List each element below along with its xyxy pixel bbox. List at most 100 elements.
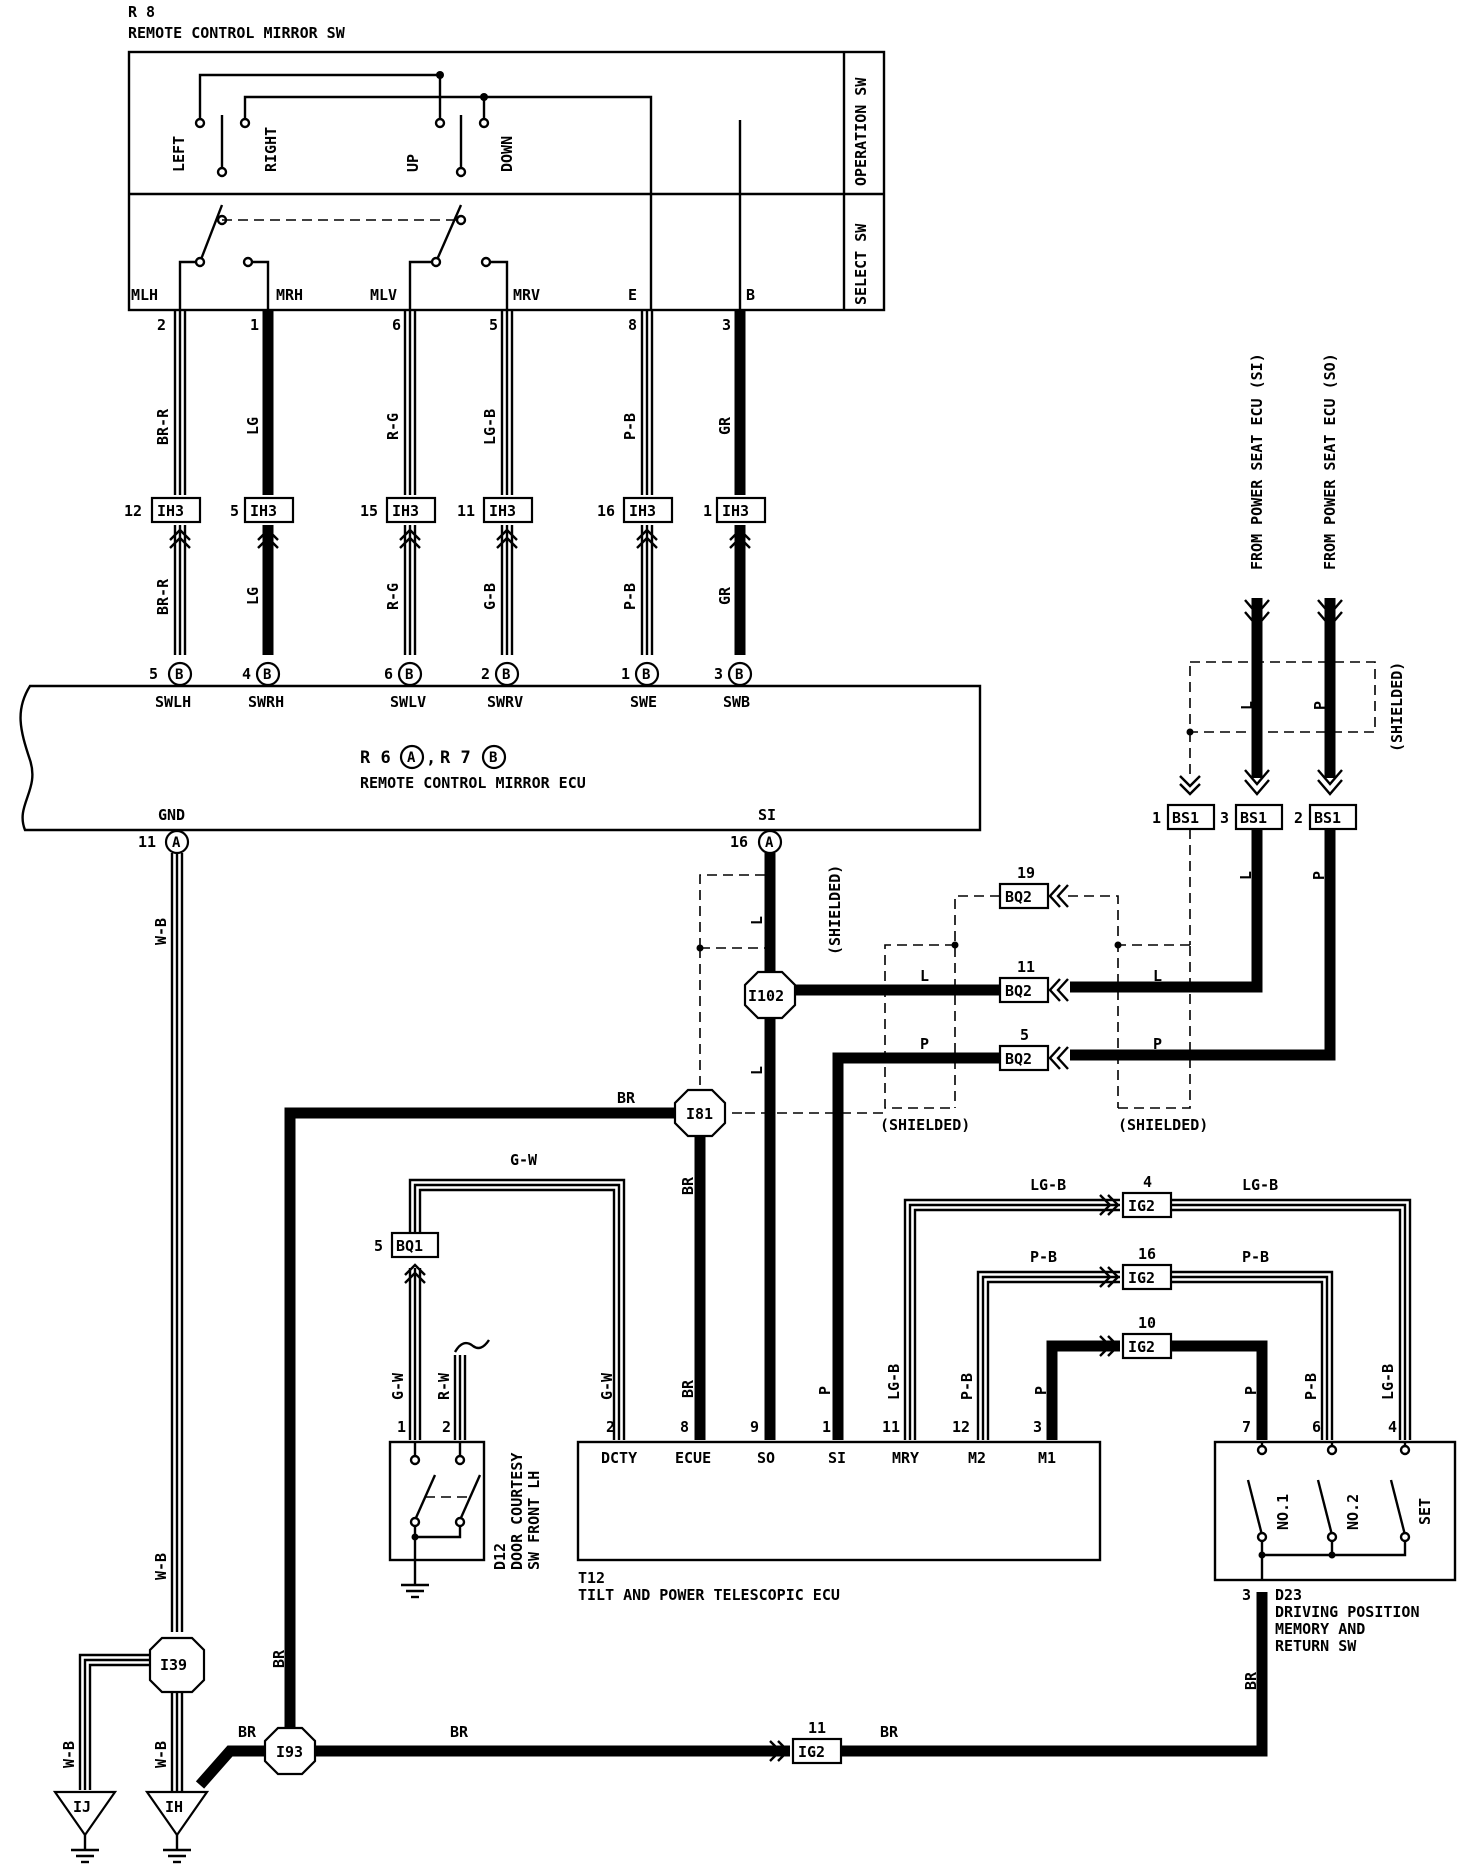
svg-text:4: 4 xyxy=(1143,1173,1152,1191)
memory-sw-line1: DRIVING POSITION xyxy=(1275,1603,1420,1621)
ig2-connector-16 xyxy=(1121,1263,1173,1291)
wire-color-6: GR xyxy=(716,416,734,435)
lower-wire-color-4: G-B xyxy=(481,583,499,610)
svg-text:IG2: IG2 xyxy=(1128,1338,1155,1356)
wire-wb-4: W-B xyxy=(152,1741,170,1768)
wire-rw-door: R-W xyxy=(435,1372,453,1400)
svg-text:2: 2 xyxy=(606,1418,615,1436)
svg-text:1: 1 xyxy=(1152,809,1161,827)
svg-text:4: 4 xyxy=(242,665,251,683)
tilt-telescopic-ecu: 2 8 9 1 11 12 3 DCTY ECUE SO SI MRY M2 M… xyxy=(576,1386,1102,1604)
svg-text:1: 1 xyxy=(621,665,630,683)
wire-l-right: L xyxy=(1153,967,1162,985)
door-courtesy-section: G-W G-W BQ1 5 G-W R-W 1 2 D12 DOOR xyxy=(374,1151,626,1599)
pin-e: 8 xyxy=(628,316,637,334)
svg-text:3: 3 xyxy=(714,665,723,683)
ih3-pin-4: 11 xyxy=(457,502,475,520)
svg-text:11: 11 xyxy=(808,1719,826,1737)
svg-text:5: 5 xyxy=(149,665,158,683)
svg-text:2: 2 xyxy=(442,1418,451,1436)
svg-text:B: B xyxy=(263,667,271,683)
ecu-term-swb: SWB xyxy=(723,693,750,711)
ig2-connector-10 xyxy=(1121,1332,1173,1360)
wire-l-seat: L xyxy=(1238,701,1256,710)
pin-b: 3 xyxy=(722,316,731,334)
ih3-pin-6: 1 xyxy=(703,502,712,520)
svg-text:3: 3 xyxy=(1242,1586,1251,1604)
ground-ij xyxy=(52,1790,118,1837)
shielded-bq2-right: (SHIELDED) xyxy=(1118,1116,1208,1134)
svg-text:I102: I102 xyxy=(748,987,784,1005)
svg-text:5: 5 xyxy=(374,1237,383,1255)
ih3-pin-5: 16 xyxy=(597,502,615,520)
wire-br-left: BR xyxy=(270,1649,288,1668)
svg-text:,: , xyxy=(426,748,436,768)
shielded-seat: (SHIELDED) xyxy=(1388,662,1406,752)
svg-text:IH: IH xyxy=(165,1798,183,1816)
svg-text:IJ: IJ xyxy=(73,1798,91,1816)
select-sw-label: SELECT SW xyxy=(852,223,870,305)
driving-position-memory-switch: 7 6 4 NO.1 NO.2 SET 3 D23 DRIVING POSITI… xyxy=(1213,1418,1457,1655)
svg-text:BS1: BS1 xyxy=(1314,809,1341,827)
lower-wire-color-1: BR-R xyxy=(154,578,172,615)
svg-text:7: 7 xyxy=(1242,1418,1251,1436)
svg-text:4: 4 xyxy=(1388,1418,1397,1436)
wire-color-4: LG-B xyxy=(481,409,499,445)
shielded-bq2-left: (SHIELDED) xyxy=(880,1116,970,1134)
ih3-pin-2: 5 xyxy=(230,502,239,520)
wire-wb-3: W-B xyxy=(60,1741,78,1768)
pin-mlh: 2 xyxy=(157,316,166,334)
tilt-term-dcty: DCTY xyxy=(601,1449,637,1467)
mirror-ecu-name: REMOTE CONTROL MIRROR ECU xyxy=(360,774,586,792)
svg-text:I39: I39 xyxy=(160,1656,187,1674)
wire-p-no1: P xyxy=(1242,1386,1260,1395)
svg-text:5: 5 xyxy=(1020,1026,1029,1044)
svg-text:BQ2: BQ2 xyxy=(1005,1050,1032,1068)
mirror-switch-name: REMOTE CONTROL MIRROR SW xyxy=(128,24,346,42)
svg-text:3: 3 xyxy=(1033,1418,1042,1436)
svg-text:12: 12 xyxy=(952,1418,970,1436)
wire-br-i93-right: BR xyxy=(450,1723,469,1741)
svg-text:IG2: IG2 xyxy=(1128,1197,1155,1215)
junction-i102 xyxy=(743,970,797,1020)
svg-text:6: 6 xyxy=(384,665,393,683)
ecu-term-gnd: GND xyxy=(158,806,185,824)
tilt-term-si: SI xyxy=(828,1449,846,1467)
wire-l-so: L xyxy=(748,1066,766,1075)
memory-sw-ref: D23 xyxy=(1275,1586,1302,1604)
ecu-ref-r6: R 6 xyxy=(360,748,391,768)
wire-wb-2: W-B xyxy=(152,1553,170,1580)
switch-set: SET xyxy=(1416,1498,1434,1525)
wire-lgb-set: LG-B xyxy=(1379,1364,1397,1400)
term-b: B xyxy=(746,286,755,304)
ecu-conn-a: A xyxy=(407,750,416,766)
svg-text:B: B xyxy=(502,667,510,683)
ecu-conn-b: B xyxy=(489,750,497,766)
svg-text:IH3: IH3 xyxy=(392,502,419,520)
tilt-term-m1: M1 xyxy=(1038,1449,1056,1467)
term-e: E xyxy=(628,286,637,304)
svg-text:IH3: IH3 xyxy=(250,502,277,520)
svg-text:I81: I81 xyxy=(686,1105,713,1123)
wire-gw-dcty: G-W xyxy=(598,1372,616,1400)
position-down: DOWN xyxy=(498,136,516,172)
svg-text:BQ2: BQ2 xyxy=(1005,982,1032,1000)
ecu-ref-r7: R 7 xyxy=(440,748,471,768)
svg-text:IH3: IH3 xyxy=(629,502,656,520)
ecu-term-swe: SWE xyxy=(630,693,657,711)
wire-l-mid: L xyxy=(920,967,929,985)
svg-text:16: 16 xyxy=(1138,1245,1156,1263)
wire-color-5: P-B xyxy=(621,413,639,440)
wire-color-1: BR-R xyxy=(154,408,172,445)
svg-text:6: 6 xyxy=(1312,1418,1321,1436)
svg-text:B: B xyxy=(405,667,413,683)
svg-text:A: A xyxy=(765,835,774,851)
wire-p-right: P xyxy=(1153,1035,1162,1053)
svg-text:B: B xyxy=(735,667,743,683)
tilt-term-so: SO xyxy=(757,1449,775,1467)
bq2-connector-11 xyxy=(998,976,1050,1004)
bs1-connector-1 xyxy=(1166,803,1216,831)
ig2-wiring: LG-B LG-B LG-B LG-B IG2 4 P-B P-B P-B P-… xyxy=(885,1173,1412,1440)
svg-text:IH3: IH3 xyxy=(157,502,184,520)
svg-text:IG2: IG2 xyxy=(798,1743,825,1761)
